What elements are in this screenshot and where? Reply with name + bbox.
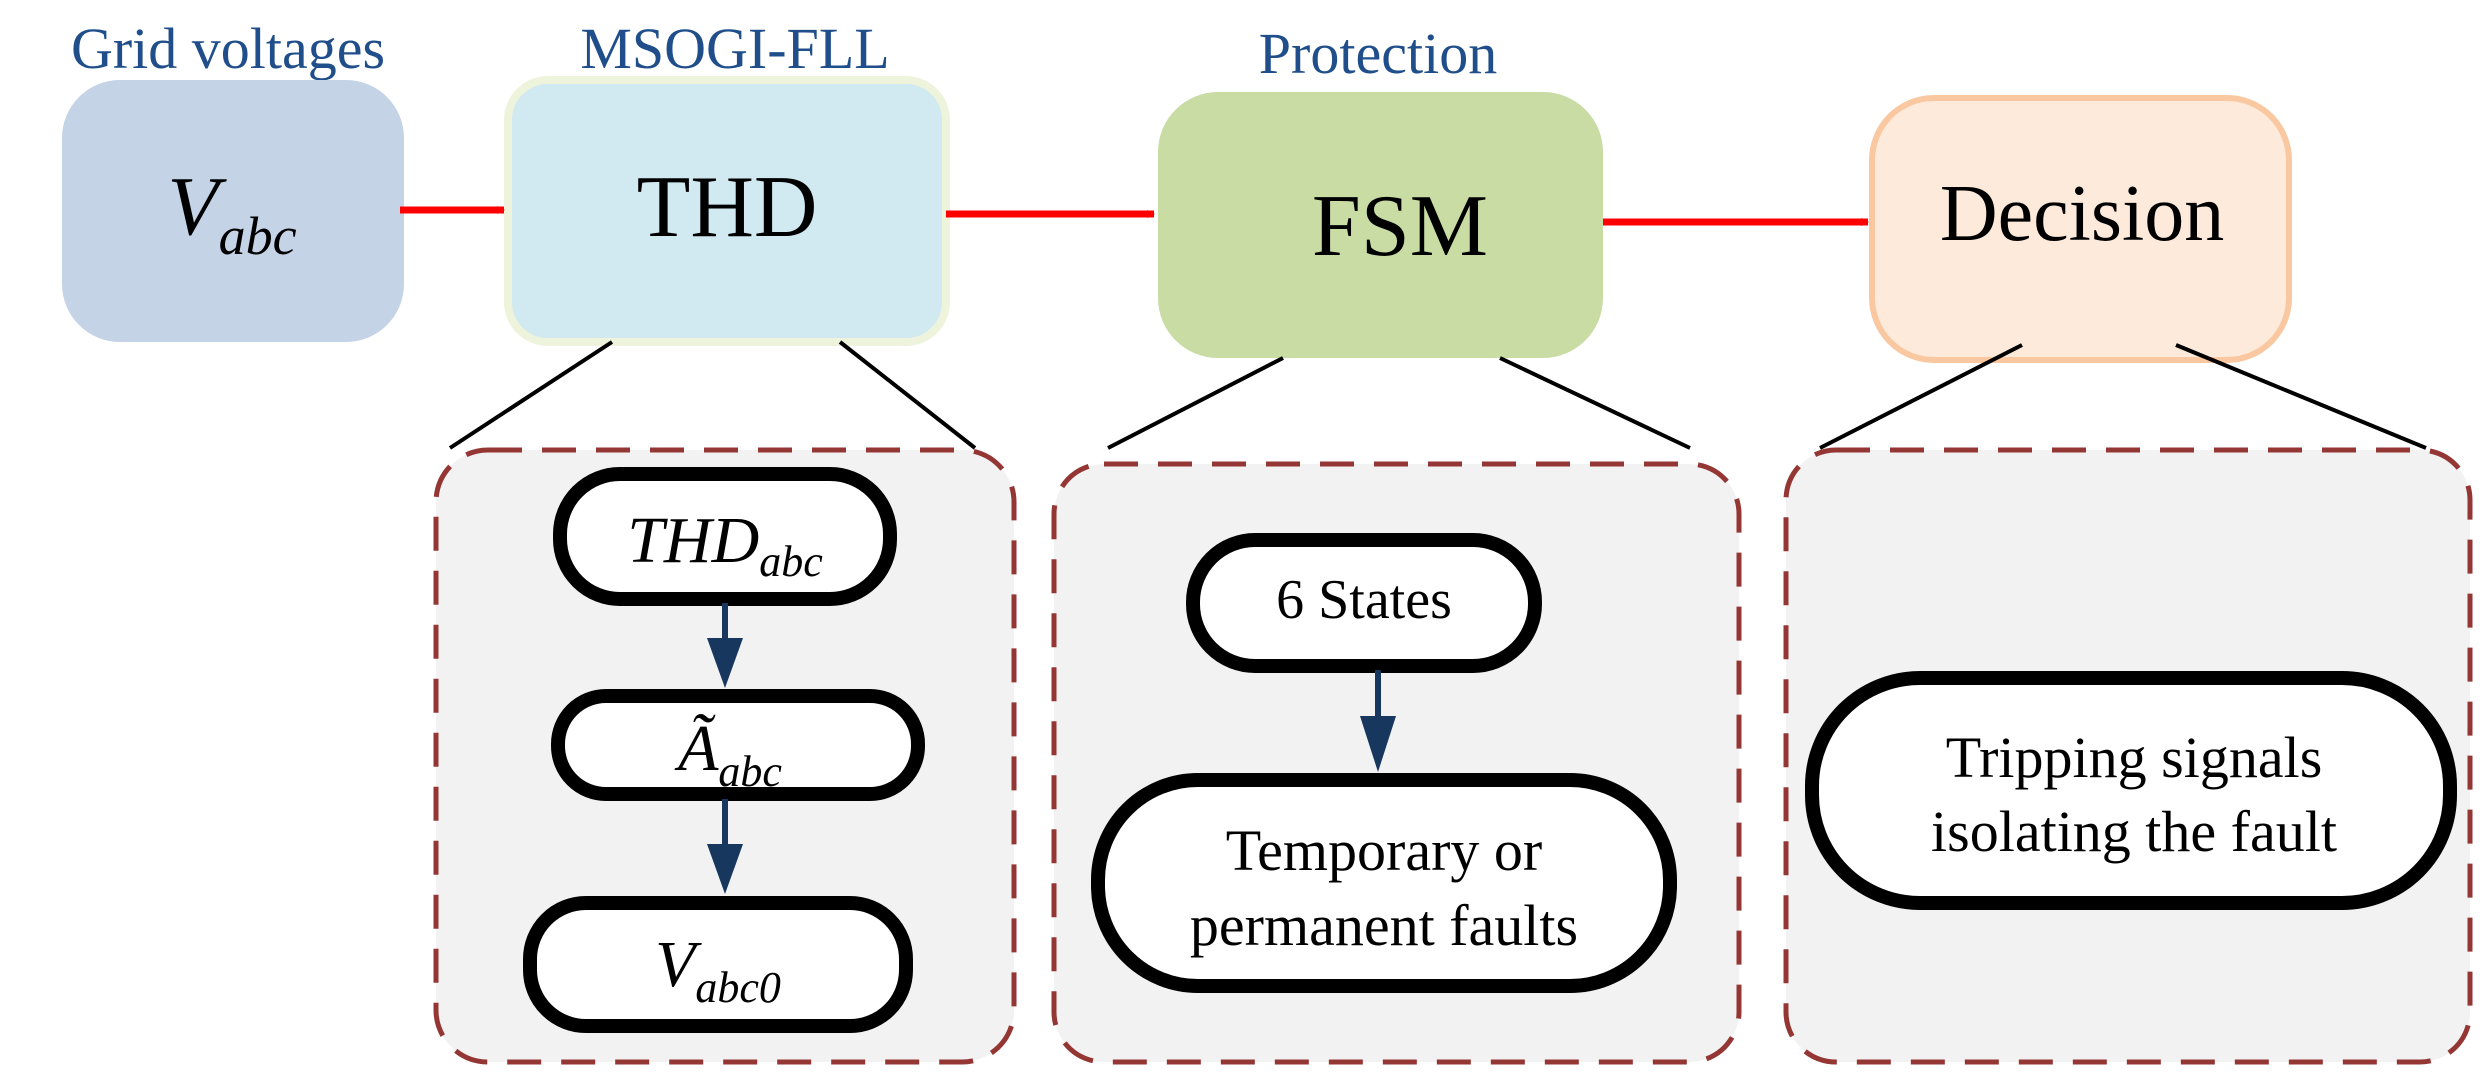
faults-line2: permanent faults: [1190, 893, 1578, 958]
decision-detail-panel: Tripping signals isolating the fault: [1783, 447, 2473, 1065]
thd-abc-sub: abc: [759, 537, 823, 586]
svg-text:Vabc: Vabc: [167, 160, 296, 266]
six-states-box: 6 States: [1186, 533, 1542, 673]
thd-detail-panel: THDabc Ãabc Vabc0: [433, 447, 1017, 1065]
v-abc0-box: Vabc0: [523, 896, 913, 1033]
faults-box: Temporary or permanent faults: [1091, 773, 1677, 993]
thd-block: THD: [504, 76, 950, 346]
thd-abc-box: THDabc: [553, 467, 897, 606]
grid-voltages-block: Vabc: [62, 80, 404, 342]
a-abc-main: Ã: [674, 712, 719, 785]
fsm-detail-panel: 6 States Temporary or permanent faults: [1051, 461, 1742, 1065]
arrow-thd-to-a: [707, 603, 743, 688]
thd-abc-main: THD: [627, 504, 759, 577]
decision-block: Decision: [1869, 95, 2292, 363]
svg-text:THDabc: THDabc: [627, 504, 823, 586]
arrow-states-to-faults: [1360, 670, 1396, 772]
tripping-signals-box: Tripping signals isolating the fault: [1805, 671, 2457, 910]
faults-line1: Temporary or: [1226, 818, 1542, 883]
arrow-a-to-v: [707, 799, 743, 894]
decision-block-label: Decision: [1940, 170, 2224, 258]
header-protection: Protection: [1259, 21, 1497, 86]
svg-text:Vabc0: Vabc0: [655, 928, 781, 1012]
fsm-block: FSM: [1158, 92, 1603, 358]
thd-block-label: THD: [637, 159, 818, 256]
tripping-line1: Tripping signals: [1946, 725, 2323, 790]
header-grid-voltages: Grid voltages: [71, 16, 385, 81]
tripping-line2: isolating the fault: [1931, 799, 2337, 864]
vabc-main: V: [167, 160, 227, 253]
a-abc-sub: abc: [718, 747, 782, 796]
svg-text:Ãabc: Ãabc: [674, 712, 782, 796]
v-abc0-main: V: [655, 928, 702, 1001]
a-abc-box: Ãabc: [551, 689, 925, 801]
fsm-block-label: FSM: [1312, 178, 1488, 275]
six-states-label: 6 States: [1276, 569, 1452, 631]
vabc-sub: abc: [219, 206, 297, 266]
v-abc0-sub: abc0: [695, 963, 781, 1012]
connector-lines: [448, 340, 2427, 450]
header-msogi-fll: MSOGI-FLL: [580, 16, 889, 81]
